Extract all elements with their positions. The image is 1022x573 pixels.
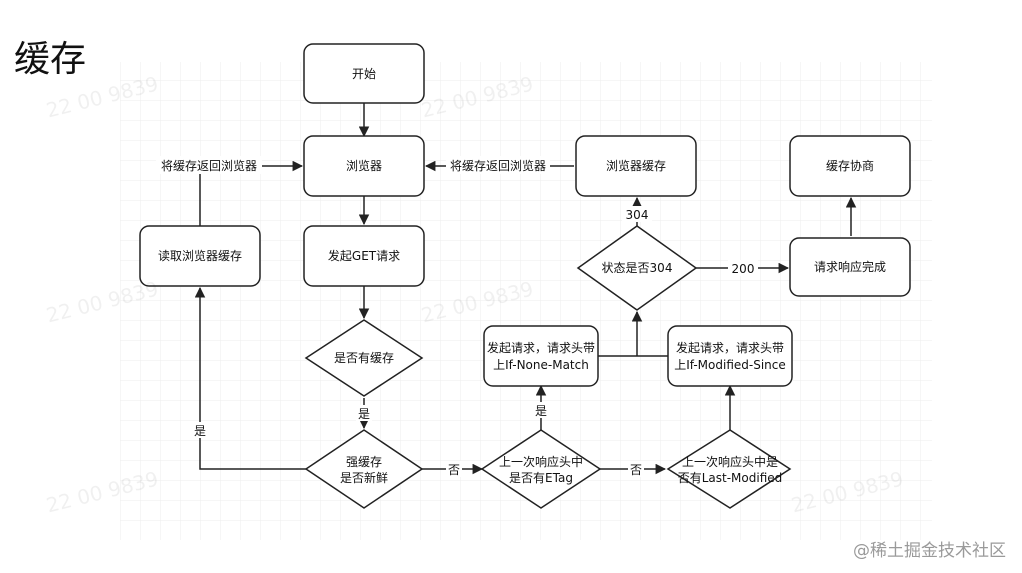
label-200: 200: [732, 262, 755, 276]
node-req-if-modified-since: 发起请求，请求头带 上If-Modified-Since: [667, 325, 793, 387]
node-has-etag-line1: 上一次响应头中: [499, 454, 583, 469]
node-cache-negotiation: 缓存协商: [789, 135, 911, 197]
label-no-fresh: 否: [448, 463, 460, 477]
page-title: 缓存: [14, 39, 87, 80]
node-cache-negotiation-label: 缓存协商: [826, 158, 874, 173]
node-req-if-modified-since-line2: 上If-Modified-Since: [674, 358, 786, 372]
node-browser-cache: 浏览器缓存: [575, 135, 697, 197]
node-req-if-none-match: 发起请求，请求头带 上If-None-Match: [483, 325, 599, 387]
label-yes-hascache: 是: [358, 407, 370, 421]
label-return-cache-left: 将缓存返回浏览器: [161, 158, 257, 173]
node-browser: 浏览器: [303, 135, 425, 197]
node-browser-cache-label: 浏览器缓存: [606, 158, 666, 173]
node-response-complete: 请求响应完成: [789, 237, 911, 297]
node-get-request-label: 发起GET请求: [328, 248, 400, 263]
node-status-304-label: 状态是否304: [602, 261, 673, 275]
edge-labels: 将缓存返回浏览器 将缓存返回浏览器 是 是 否 否 是 304 200: [156, 156, 758, 477]
node-has-etag-line2: 是否有ETag: [509, 471, 573, 485]
node-read-cache: 读取浏览器缓存: [139, 225, 261, 287]
label-yes-fresh: 是: [194, 424, 206, 438]
node-has-cache-label: 是否有缓存: [334, 351, 394, 365]
node-has-last-modified-line2: 否有Last-Modified: [678, 471, 783, 485]
node-strong-cache: 强缓存 是否新鲜: [304, 429, 424, 509]
edge-strong-readcache: [194, 286, 306, 470]
node-read-cache-label: 读取浏览器缓存: [158, 248, 242, 263]
label-304: 304: [626, 208, 649, 222]
nodes: 开始 浏览器 发起GET请求 是否有缓存 强缓存 是否新鲜 读取浏览器缓存 上一…: [139, 43, 911, 509]
node-has-last-modified: 上一次响应头中是 否有Last-Modified: [666, 429, 792, 509]
label-no-etag: 否: [630, 463, 642, 477]
node-response-complete-label: 请求响应完成: [814, 259, 886, 274]
node-start-label: 开始: [352, 67, 376, 81]
node-strong-cache-line2: 是否新鲜: [340, 470, 388, 485]
node-req-if-modified-since-line1: 发起请求，请求头带: [676, 340, 784, 355]
node-has-cache: 是否有缓存: [304, 319, 424, 397]
site-watermark: @稀土掘金技术社区: [853, 541, 1006, 561]
label-yes-etag: 是: [535, 404, 547, 418]
node-browser-label: 浏览器: [346, 158, 382, 173]
node-req-if-none-match-line2: 上If-None-Match: [493, 358, 589, 372]
node-req-if-none-match-line1: 发起请求，请求头带: [487, 340, 595, 355]
node-status-304: 状态是否304: [576, 225, 698, 311]
node-has-etag: 上一次响应头中 是否有ETag: [480, 429, 602, 509]
node-get-request: 发起GET请求: [303, 225, 425, 287]
label-return-cache-right: 将缓存返回浏览器: [450, 158, 546, 173]
node-has-last-modified-line1: 上一次响应头中是: [682, 454, 778, 469]
node-start: 开始: [303, 43, 425, 104]
node-strong-cache-line1: 强缓存: [346, 455, 382, 469]
